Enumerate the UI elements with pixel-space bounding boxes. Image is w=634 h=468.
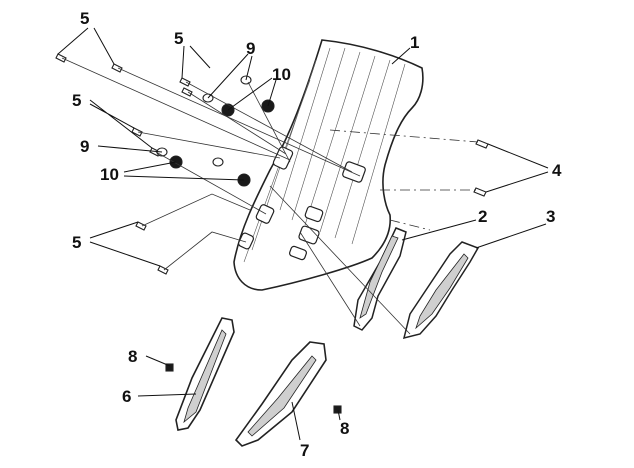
callout-8: 8 bbox=[340, 419, 349, 438]
bolt bbox=[55, 53, 193, 275]
callout-5: 5 bbox=[80, 9, 89, 28]
callout-7: 7 bbox=[300, 441, 309, 460]
callout-9: 9 bbox=[80, 137, 89, 156]
callout-labels: 5 5 9 10 1 5 9 10 4 2 3 5 8 6 7 8 bbox=[72, 9, 562, 460]
side-cover-large bbox=[402, 241, 480, 340]
callout-5: 5 bbox=[72, 91, 81, 110]
leader-lines bbox=[57, 27, 549, 441]
callout-9: 9 bbox=[246, 39, 255, 58]
callout-8: 8 bbox=[128, 347, 137, 366]
callout-10: 10 bbox=[100, 165, 119, 184]
callout-10: 10 bbox=[272, 65, 291, 84]
lower-deflector-left bbox=[175, 317, 235, 431]
callout-5: 5 bbox=[174, 29, 183, 48]
callout-6: 6 bbox=[122, 387, 131, 406]
side-cover-small bbox=[353, 227, 407, 331]
callout-4: 4 bbox=[552, 161, 562, 180]
callout-1: 1 bbox=[410, 33, 419, 52]
callout-5: 5 bbox=[72, 233, 81, 252]
clip bbox=[165, 363, 342, 414]
lower-deflector-right bbox=[234, 341, 327, 447]
screw-rear bbox=[473, 139, 489, 197]
callout-3: 3 bbox=[546, 207, 555, 226]
windscreen bbox=[233, 39, 424, 291]
callout-2: 2 bbox=[478, 207, 487, 226]
